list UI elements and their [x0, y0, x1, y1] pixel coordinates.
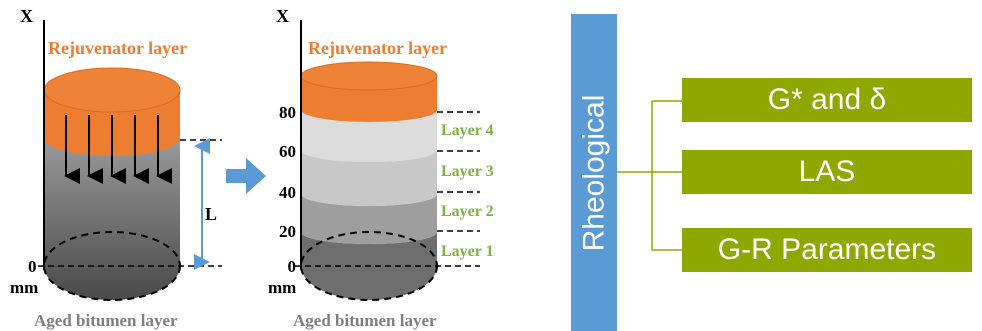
layer-label-1: Layer 1	[441, 243, 494, 260]
left-aged-label: Aged bitumen layer	[34, 311, 178, 330]
las-label: LAS	[798, 155, 856, 188]
g-star-delta-box: G* and δ	[682, 78, 972, 122]
tick-label-0: 0	[288, 257, 297, 276]
length-label: L	[205, 204, 217, 224]
right-tick-dashes	[295, 111, 480, 267]
right-cylinder-diagram: X Rejuvenator layer 80 60 40 20 0 mm Lay…	[268, 6, 494, 330]
right-unit-label: mm	[268, 278, 296, 297]
transition-arrow	[226, 158, 266, 194]
tick-label-20: 20	[279, 222, 296, 241]
las-box: LAS	[682, 150, 972, 194]
right-rejuvenator-top	[300, 61, 438, 91]
rheological-root-box: Rheological	[571, 14, 617, 331]
right-aged-label: Aged bitumen layer	[293, 311, 437, 330]
right-axis-label: X	[276, 6, 289, 26]
g-star-delta-label: G* and δ	[767, 83, 887, 116]
left-diffusion-arrows	[64, 115, 172, 184]
left-axis-label: X	[20, 6, 33, 26]
right-rejuvenator-label: Rejuvenator layer	[308, 38, 447, 58]
layer-label-2: Layer 2	[441, 203, 494, 220]
left-cylinder-diagram: X Rejuvenator layer L 0 mm Aged bitumen …	[10, 6, 222, 330]
tick-label-80: 80	[279, 103, 296, 122]
tick-label-40: 40	[279, 183, 296, 202]
tick-label-60: 60	[279, 142, 296, 161]
layer-band-3	[301, 150, 437, 206]
layer-band-4	[301, 110, 437, 162]
g-r-parameters-label: G-R Parameters	[717, 233, 937, 266]
layer-label-4: Layer 4	[441, 122, 494, 139]
rheological-label: Rheological	[577, 94, 610, 251]
tree-connectors	[617, 100, 682, 251]
left-rejuvenator-top	[43, 67, 181, 113]
left-zero-label: 0	[28, 257, 37, 276]
left-unit-label: mm	[10, 278, 38, 297]
left-rejuvenator-label: Rejuvenator layer	[48, 38, 187, 58]
layer-label-3: Layer 3	[441, 163, 494, 180]
g-r-parameters-box: G-R Parameters	[682, 228, 972, 272]
layer-band-2	[301, 194, 437, 244]
